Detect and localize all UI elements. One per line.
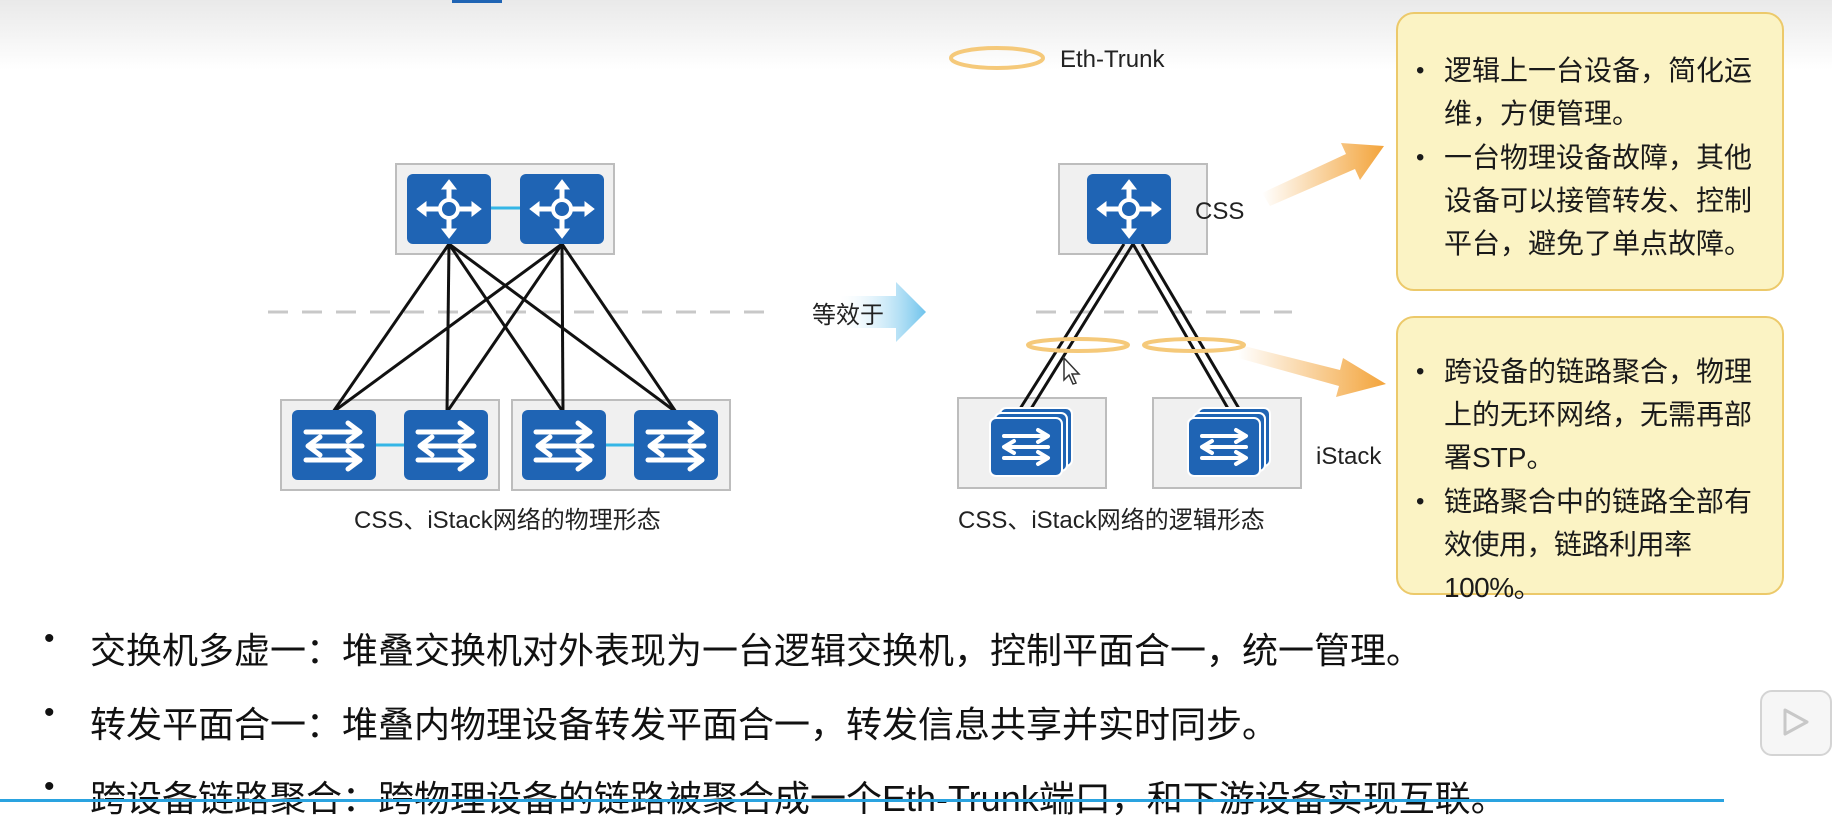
bullet-text: 转发平面合一：堆叠内物理设备转发平面合一，转发信息共享并实时同步。	[90, 704, 1279, 745]
benefit-line: 维，方便管理。	[1444, 98, 1641, 129]
benefits-panel-top: 逻辑上一台设备，简化运 维，方便管理。 一台物理设备故障，其他 设备可以接管转发…	[1396, 12, 1784, 291]
benefit-item: 跨设备的链路聚合，物理 上的无环网络，无需再部 署STP。	[1398, 350, 1782, 479]
benefit-line: 链路聚合中的链路全部有	[1444, 486, 1753, 517]
bullet-dot: •	[44, 696, 55, 729]
physical-links	[331, 242, 678, 414]
benefit-line: 设备可以接管转发、控制	[1444, 185, 1753, 216]
benefit-item: 一台物理设备故障，其他 设备可以接管转发、控制 平台，避免了单点故障。	[1398, 136, 1782, 265]
physical-form-caption: CSS、iStack网络的物理形态	[354, 507, 661, 534]
benefit-line: 署STP。	[1444, 442, 1555, 473]
router-icon	[1087, 174, 1171, 244]
bullet-text: 跨设备链路聚合：跨物理设备的链路被聚合成一个Eth-Trunk端口，和下游设备实…	[90, 778, 1507, 819]
benefit-line: 逻辑上一台设备，简化运	[1444, 55, 1753, 86]
logical-form-caption: CSS、iStack网络的逻辑形态	[958, 507, 1265, 534]
benefit-line: 一台物理设备故障，其他	[1444, 142, 1753, 173]
switch-icon	[634, 410, 718, 480]
stack-switch-icon	[988, 406, 1074, 478]
bullet-dot: •	[44, 622, 55, 655]
trunk-links	[1016, 243, 1243, 413]
bullet-dot: •	[44, 770, 55, 803]
benefit-item: 逻辑上一台设备，简化运 维，方便管理。	[1398, 49, 1782, 135]
istack-label: iStack	[1316, 443, 1382, 470]
equivalent-arrow-icon	[840, 282, 926, 342]
top-tab-marker	[452, 0, 502, 3]
benefit-line: 跨设备的链路聚合，物理	[1444, 356, 1753, 387]
benefits-panel-bottom: 跨设备的链路聚合，物理 上的无环网络，无需再部 署STP。 链路聚合中的链路全部…	[1396, 316, 1784, 603]
play-icon	[1783, 708, 1809, 736]
switch-icon	[292, 410, 376, 480]
equivalent-label: 等效于	[812, 302, 884, 329]
switch-icon	[404, 410, 488, 480]
benefit-line: 上的无环网络，无需再部	[1444, 399, 1753, 430]
stack-switch-icon	[1186, 406, 1272, 478]
cursor-icon	[1063, 356, 1081, 385]
arrow-right-icon	[1238, 345, 1386, 397]
eth-trunk-legend-label: Eth-Trunk	[1060, 46, 1165, 73]
arrow-right-icon	[1262, 143, 1384, 206]
eth-trunk-ring-2	[1142, 337, 1246, 353]
router-icon	[407, 174, 491, 244]
css-label: CSS	[1195, 198, 1245, 225]
eth-trunk-legend-ring	[949, 46, 1045, 70]
progress-line	[0, 799, 1724, 802]
router-icon	[520, 174, 604, 244]
bullet-text: 交换机多虚一：堆叠交换机对外表现为一台逻辑交换机，控制平面合一，统一管理。	[90, 630, 1423, 671]
eth-trunk-ring-1	[1026, 337, 1130, 353]
benefit-item: 链路聚合中的链路全部有 效使用，链路利用率100%。	[1398, 480, 1782, 609]
play-button[interactable]	[1760, 690, 1832, 756]
benefit-line: 效使用，链路利用率100%。	[1444, 529, 1692, 603]
switch-icon	[522, 410, 606, 480]
benefit-line: 平台，避免了单点故障。	[1444, 228, 1753, 259]
